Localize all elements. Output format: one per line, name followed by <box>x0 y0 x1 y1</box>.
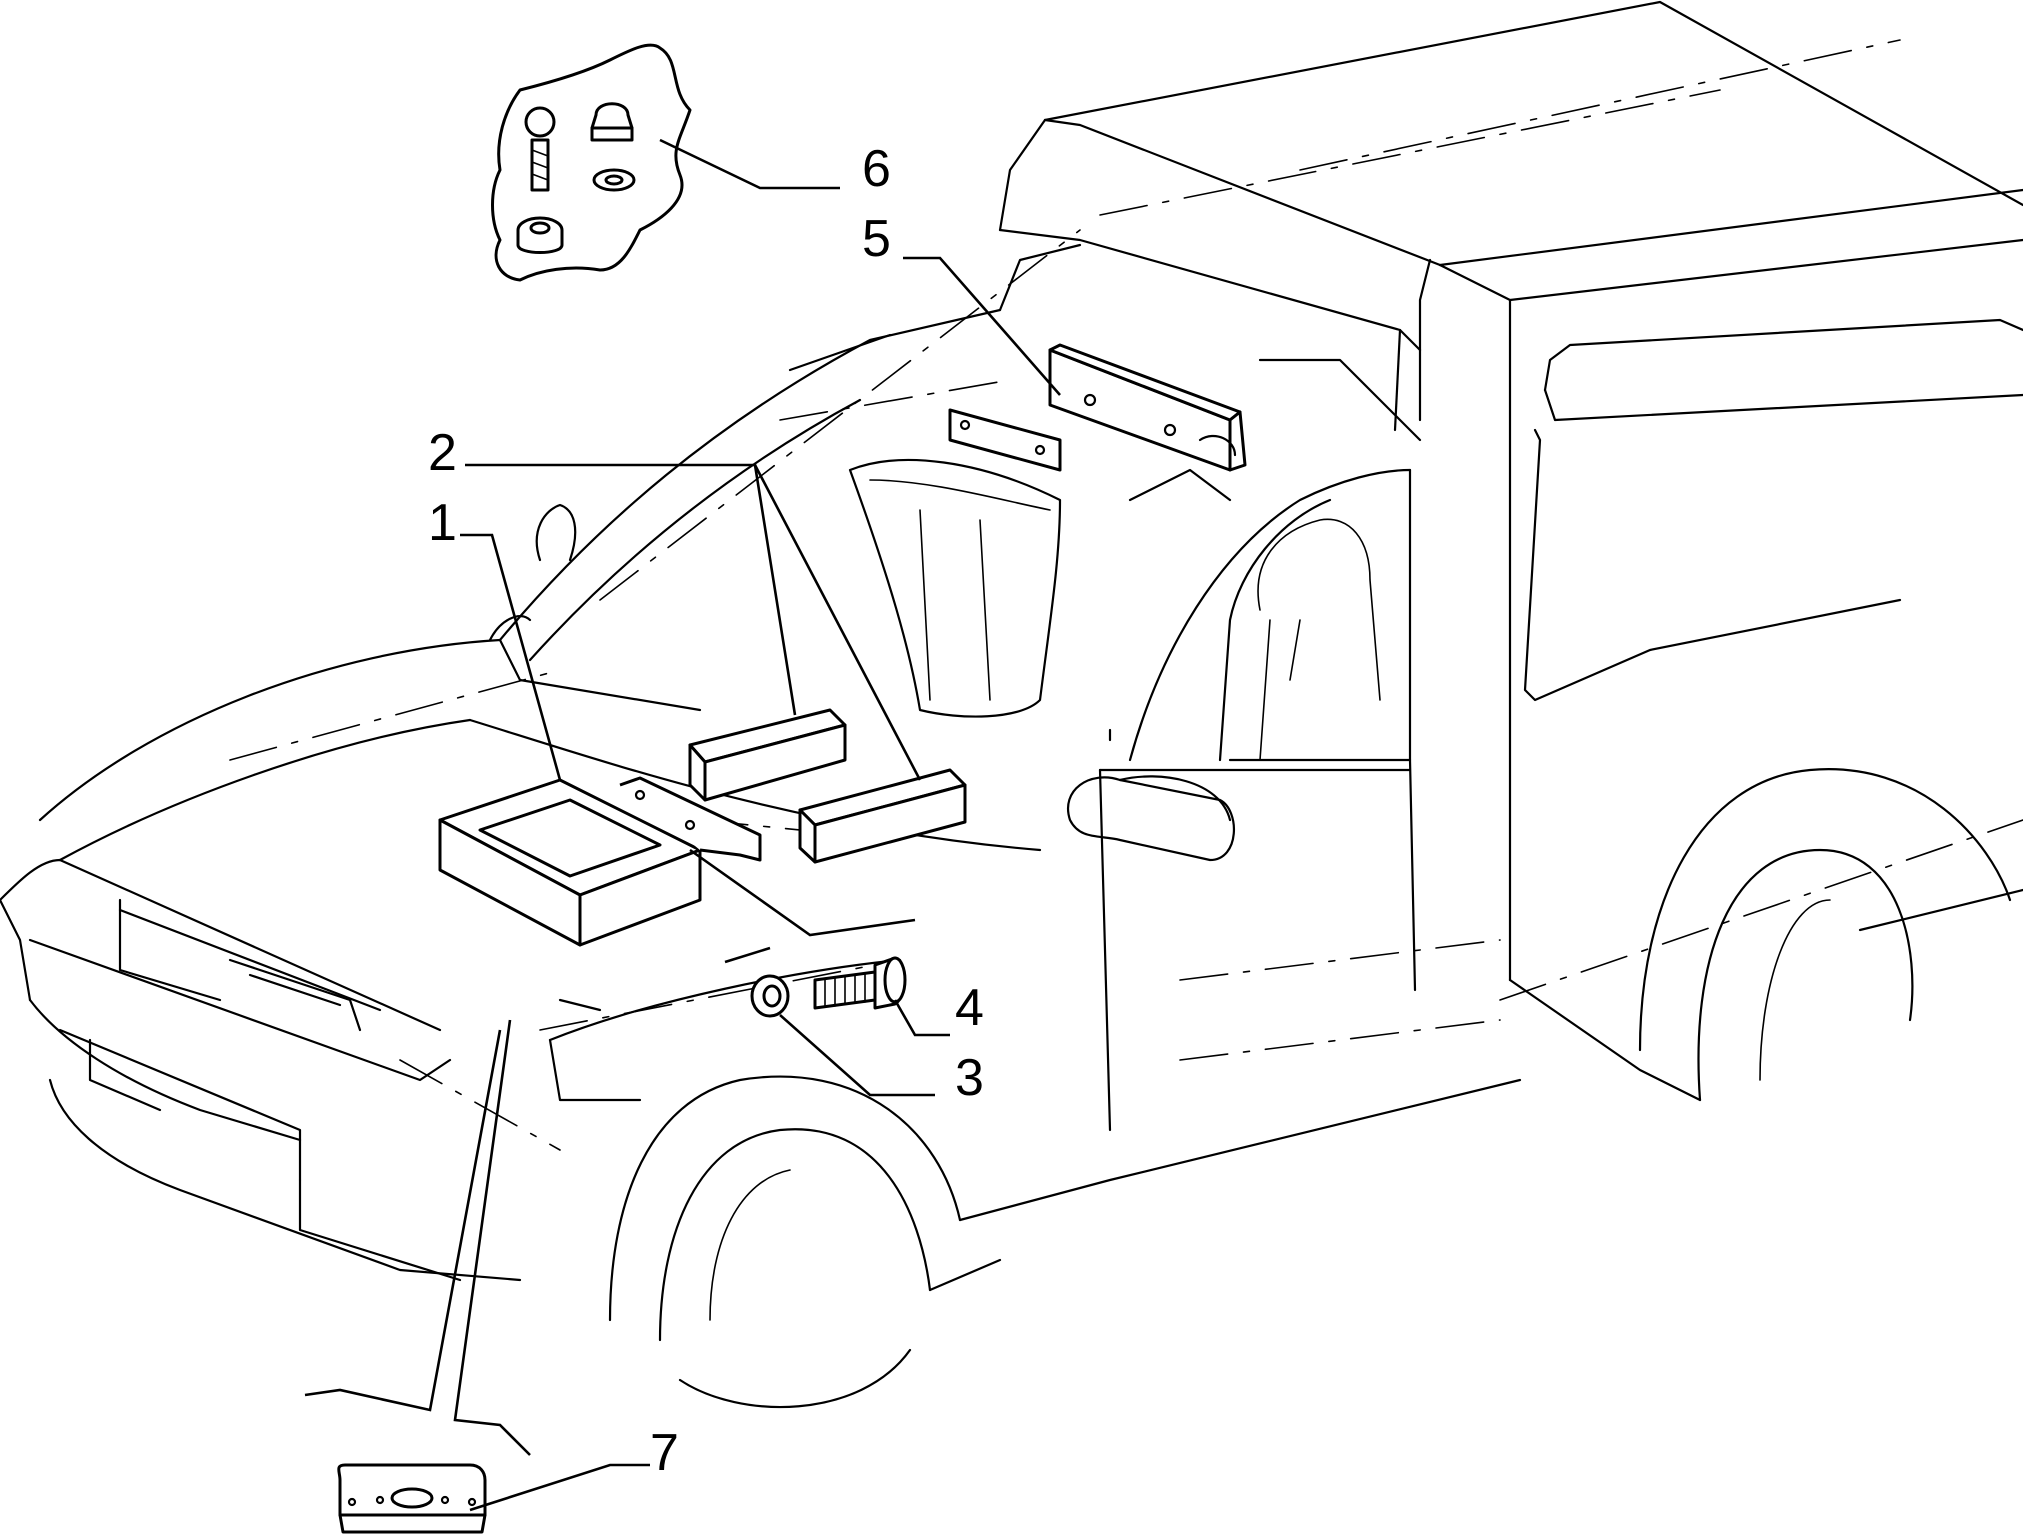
callout-5: 5 <box>862 210 891 268</box>
callout-7: 7 <box>650 1424 679 1482</box>
washer-part-3 <box>750 974 790 1018</box>
bars-part-2 <box>688 708 967 864</box>
callout-4: 4 <box>955 979 984 1037</box>
bag-and-plate <box>848 408 1062 718</box>
callout-1: 1 <box>428 494 457 552</box>
tray-part-1 <box>438 776 762 947</box>
callout-6: 6 <box>862 140 891 198</box>
callout-labels: 1 2 3 4 5 6 7 <box>428 140 984 1482</box>
leader-lines <box>304 138 1061 1512</box>
callout-2: 2 <box>428 424 457 482</box>
fastener-kit-part-6 <box>491 43 692 282</box>
bolt-part-4 <box>813 956 907 1010</box>
callout-3: 3 <box>955 1049 984 1107</box>
clip-part-7 <box>337 1463 487 1534</box>
van-outline <box>0 0 2023 1409</box>
bracket-part-5 <box>1048 343 1247 472</box>
